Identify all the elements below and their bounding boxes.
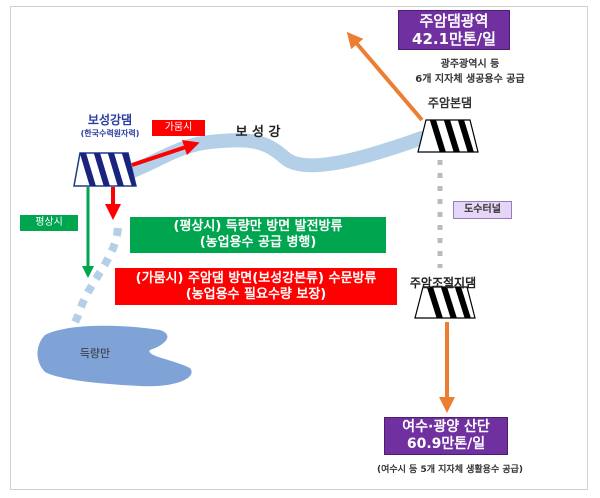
yeosu-gwangyang-title: 여수·광양 산단 [402, 419, 490, 436]
bottom-caption: (여수시 등 5개 지자체 생활용수 공급) [376, 465, 524, 475]
top-caption-line2: 6개 지자체 생공용수 공급 [415, 73, 525, 85]
drought-release-box: (가뭄시) 주암댐 방면(보성강본류) 수문방류 (농업용수 필요수량 보장) [115, 268, 397, 305]
boseong-dam-sub: (한국수력원자력) [80, 129, 140, 138]
top-caption: 광주광역시 등 6개 지자체 생공용수 공급 [400, 58, 540, 87]
bay-label: 득량만 [79, 347, 111, 360]
juam-regulating-dam-icon [414, 286, 476, 319]
normal-tag: 평상시 [20, 215, 78, 231]
normal-release-box: (평상시) 득량만 방면 발전방류 (농업용수 공급 병행) [130, 217, 386, 253]
deungnyang-bay [37, 325, 192, 387]
drought-release-line1: (가뭄시) 주암댐 방면(보성강본류) 수문방류 [135, 270, 377, 286]
diagram-frame [10, 6, 588, 490]
regulating-dam-label: 주암조절지댐 [409, 276, 477, 290]
arrow-drought-river [131, 139, 200, 167]
arrow-to-gwangju [346, 31, 424, 122]
river-label: 보 성 강 [235, 125, 281, 140]
normal-release-line1: (평상시) 득량만 방면 발전방류 [173, 219, 343, 235]
bay-flow-path [66, 227, 122, 339]
top-caption-line1: 광주광역시 등 [440, 59, 500, 70]
juam-wide-area-title: 주암댐광역 [419, 12, 489, 30]
drought-release-line2: (농업용수 필요수량 보장) [185, 286, 327, 302]
boseong-river [123, 131, 429, 179]
drought-tag: 가뭄시 [152, 120, 205, 136]
tunnel-label: 도수터널 [453, 201, 512, 219]
normal-release-line2: (농업용수 공급 병행) [199, 235, 317, 250]
juam-wide-area-box: 주암댐광역 42.1만톤/일 [398, 10, 510, 50]
juam-wide-area-volume: 42.1만톤/일 [412, 30, 496, 48]
yeosu-gwangyang-volume: 60.9만톤/일 [406, 436, 486, 452]
juam-main-dam-icon [417, 119, 479, 153]
juam-main-dam-label: 주암본댐 [427, 96, 473, 110]
boseong-dam-icon [73, 152, 137, 187]
yeosu-gwangyang-box: 여수·광양 산단 60.9만톤/일 [384, 417, 508, 455]
boseong-dam-label: 보성강댐 [87, 113, 133, 127]
